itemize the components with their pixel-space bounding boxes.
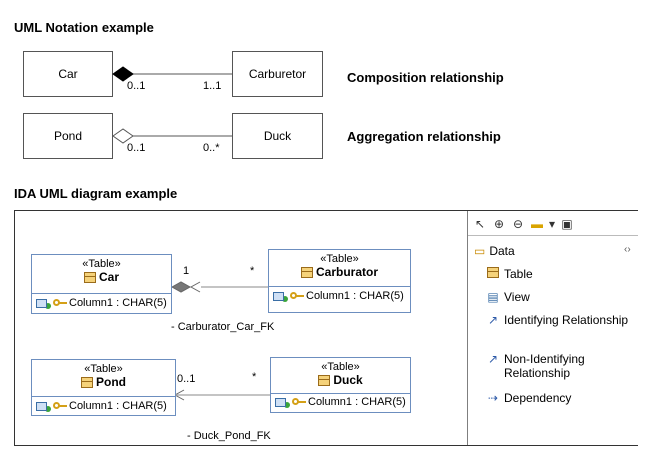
zoom-in-icon[interactable]: ⊕ (493, 217, 505, 231)
palette-item-identifying-relationship[interactable]: ↗ Identifying Relationship (487, 313, 629, 327)
column-icon (36, 298, 47, 308)
carburator-column-row[interactable]: Column1 : CHAR(5) (273, 290, 404, 302)
zoom-out-icon[interactable]: ⊖ (512, 217, 524, 231)
view-icon: ▤ (487, 290, 499, 304)
carburator-car-fk-label[interactable]: - Carburator_Car_FK (171, 321, 275, 333)
rel1-target-multiplicity: * (250, 265, 255, 277)
table-icon (81, 376, 93, 388)
table-icon (318, 374, 331, 386)
composition-label: Composition relationship (347, 70, 504, 85)
palette-item-view[interactable]: ▤ View (487, 290, 530, 304)
duck-table[interactable]: «Table» Duck Column1 : CHAR(5) (270, 357, 411, 413)
ida-diagram-heading: IDA UML diagram example (14, 186, 178, 201)
uml-notation-heading: UML Notation example (14, 20, 154, 35)
palette-item-table[interactable]: Table (486, 267, 533, 281)
carburetor-multiplicity: 1..1 (203, 80, 222, 92)
duck-multiplicity: 0..* (203, 142, 220, 154)
column-icon (273, 291, 284, 301)
aggregation-diamond (112, 128, 134, 144)
carburetor-class-box: Carburetor (232, 51, 323, 97)
duck-column-label: Column1 : CHAR(5) (308, 396, 406, 408)
duck-pond-fk-label[interactable]: - Duck_Pond_FK (187, 430, 271, 442)
pond-stereotype: «Table» (84, 363, 123, 375)
table-icon (300, 266, 313, 278)
pond-column-row[interactable]: Column1 : CHAR(5) (36, 400, 167, 412)
dependency-icon: ⇢ (487, 391, 499, 405)
foreign-key-icon (292, 397, 306, 407)
car-class-name: Car (58, 67, 78, 81)
carburator-table-name: Carburator (315, 265, 378, 279)
column-icon (275, 397, 286, 407)
car-multiplicity: 0..1 (127, 80, 146, 92)
properties-icon[interactable]: ▣ (561, 217, 573, 231)
car-table-name: Car (98, 270, 119, 284)
rel2-source-multiplicity: 0..1 (177, 373, 196, 385)
car-column-label: Column1 : CHAR(5) (69, 297, 167, 309)
car-column-row[interactable]: Column1 : CHAR(5) (36, 297, 167, 309)
palette-drawer-label: Data (489, 244, 515, 258)
palette-item-dependency[interactable]: ⇢ Dependency (487, 391, 572, 405)
identifying-diamond (170, 281, 192, 293)
aggregation-label: Aggregation relationship (347, 129, 501, 144)
note-icon[interactable]: ▬ (531, 217, 543, 231)
primary-key-icon (53, 401, 67, 411)
notation-connectors (112, 66, 232, 144)
palette: ↖ ⊕ ⊖ ▬ ▾ ▣ ▭ Data ‹› Table ▤ View ↗ Ide… (467, 211, 638, 445)
carburator-stereotype: «Table» (320, 253, 359, 265)
carburator-table[interactable]: «Table» Carburator Column1 : CHAR(5) (268, 249, 411, 313)
table-icon (83, 271, 96, 283)
palette-drawer-data[interactable]: ▭ Data (474, 244, 515, 258)
car-stereotype: «Table» (82, 258, 121, 270)
identifying-relationship-icon: ↗ (487, 313, 499, 327)
dropdown-icon[interactable]: ▾ (548, 217, 556, 231)
collapse-icon[interactable]: ‹› (624, 244, 631, 255)
table-icon (487, 267, 499, 278)
ida-diagram-editor: «Table» Car Column1 : CHAR(5) «Table» Ca… (14, 210, 638, 446)
carburetor-class-name: Carburetor (248, 67, 307, 81)
duck-stereotype: «Table» (321, 361, 360, 373)
column-icon (36, 401, 47, 411)
palette-toolbar: ↖ ⊕ ⊖ ▬ ▾ ▣ (472, 214, 575, 234)
ida-connectors (170, 281, 270, 401)
carburator-column-label: Column1 : CHAR(5) (306, 290, 404, 302)
composition-diamond (112, 66, 134, 82)
pond-column-label: Column1 : CHAR(5) (69, 400, 167, 412)
duck-class-box: Duck (232, 113, 323, 159)
pond-multiplicity: 0..1 (127, 142, 146, 154)
duck-table-name: Duck (333, 373, 363, 387)
palette-item-non-identifying-relationship[interactable]: ↗ Non-Identifying Relationship (487, 352, 585, 380)
duck-column-row[interactable]: Column1 : CHAR(5) (275, 396, 406, 408)
primary-key-icon (53, 298, 67, 308)
carburator-arrowhead (189, 281, 201, 293)
rel2-target-multiplicity: * (252, 371, 257, 383)
folder-open-icon: ▭ (474, 244, 486, 258)
rel1-source-multiplicity: 1 (183, 265, 190, 277)
pond-table[interactable]: «Table» Pond Column1 : CHAR(5) (31, 359, 176, 416)
foreign-key-icon (290, 291, 304, 301)
pond-table-name: Pond (96, 375, 126, 389)
pond-class-box: Pond (23, 113, 113, 159)
pond-class-name: Pond (53, 129, 83, 143)
non-identifying-relationship-icon: ↗ (487, 352, 499, 366)
diagram-canvas[interactable]: «Table» Car Column1 : CHAR(5) «Table» Ca… (15, 211, 466, 445)
car-table[interactable]: «Table» Car Column1 : CHAR(5) (31, 254, 172, 314)
duck-class-name: Duck (263, 129, 292, 143)
select-icon[interactable]: ↖ (474, 217, 486, 231)
